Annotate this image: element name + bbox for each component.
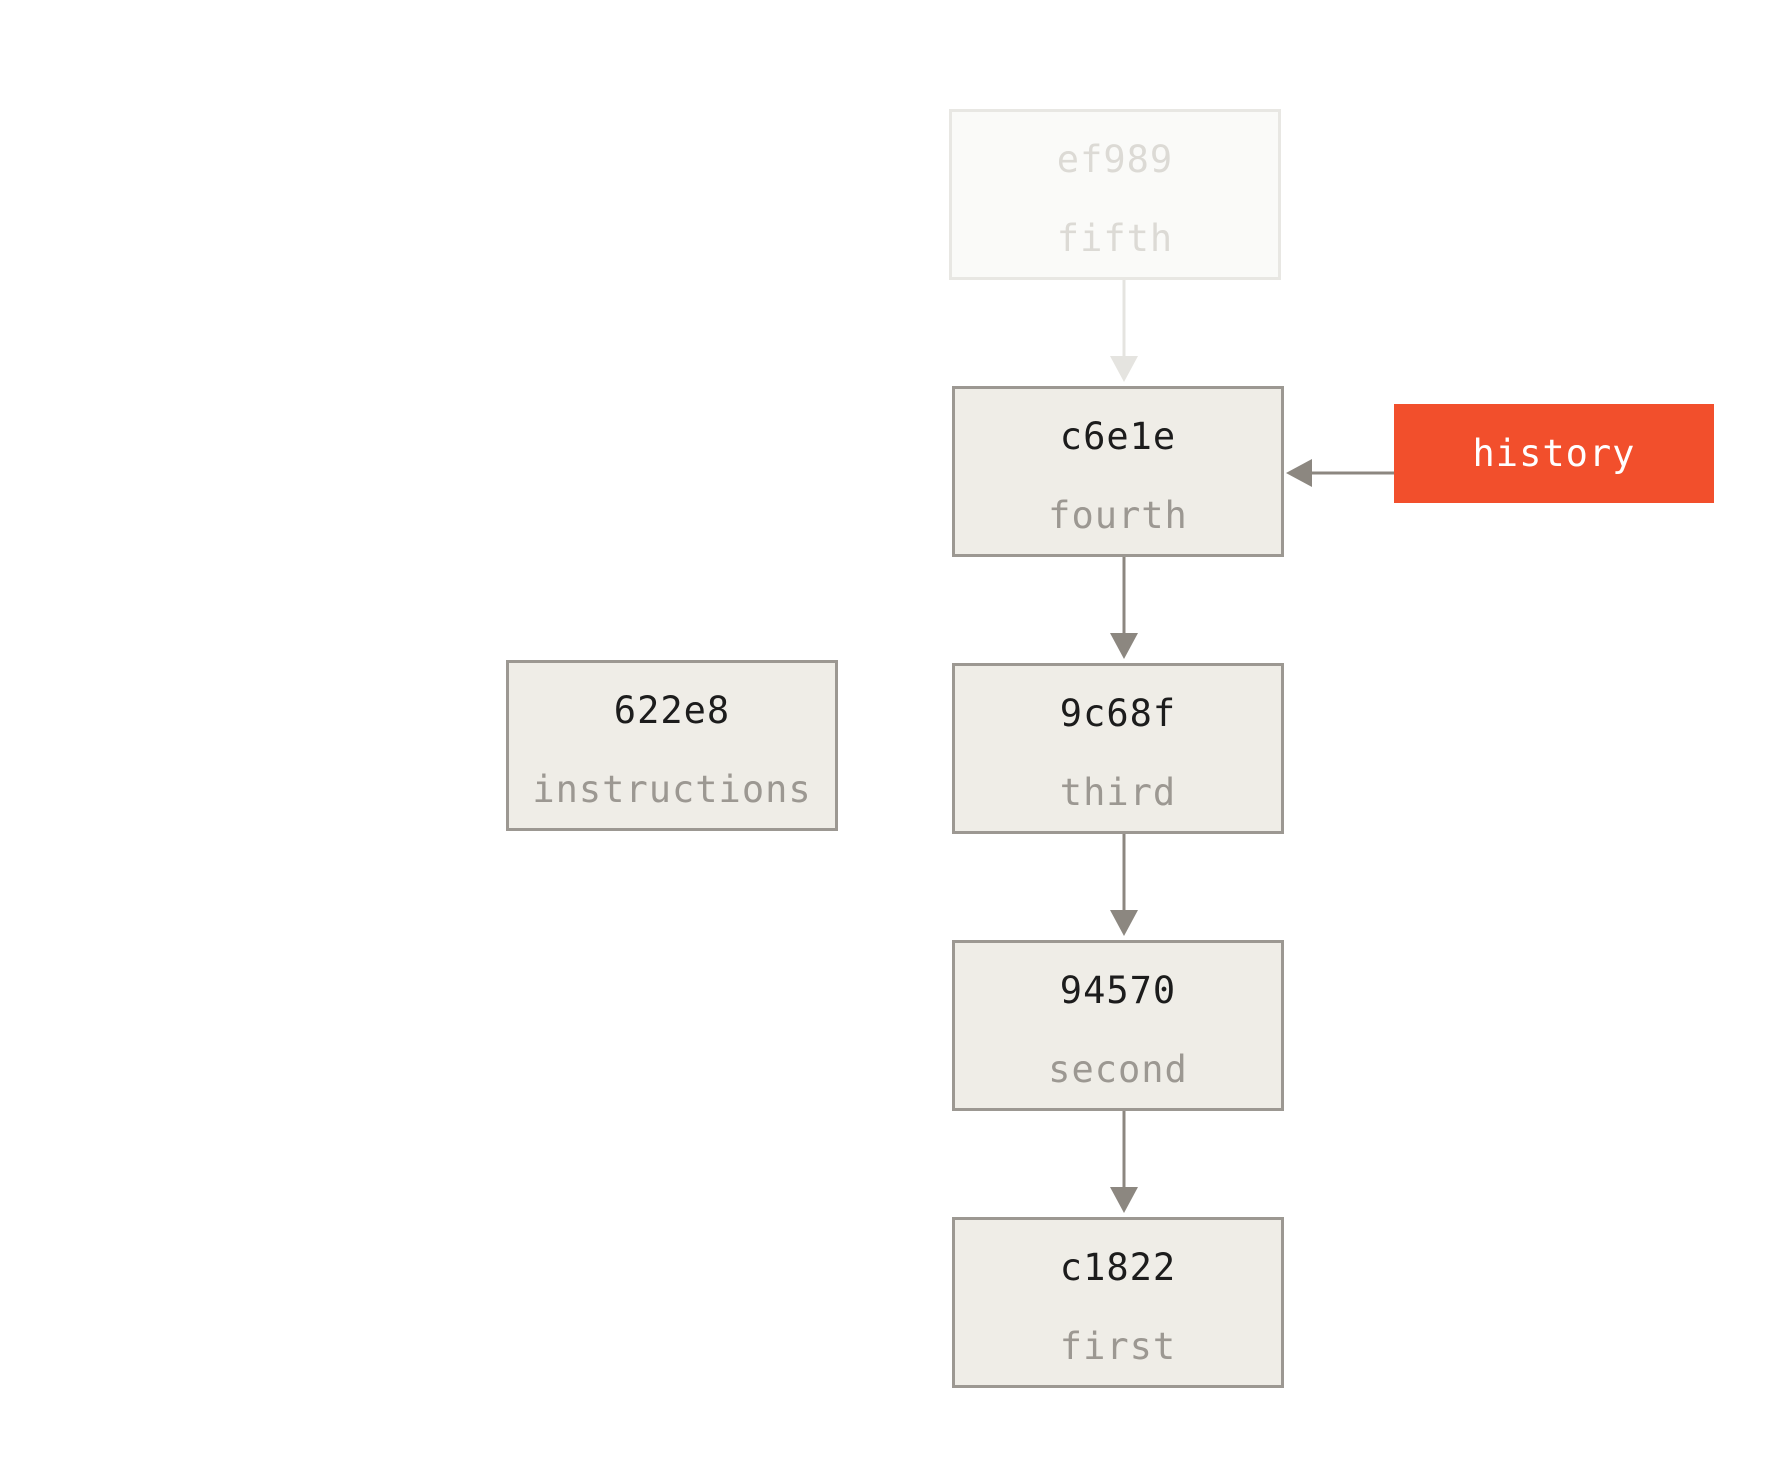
branch-name: history xyxy=(1472,432,1636,475)
commit-ef989: ef989 fifth xyxy=(949,109,1281,280)
commit-hash: c1822 xyxy=(1059,1246,1177,1289)
arrow-history-to-c6e1e xyxy=(1286,459,1394,487)
commit-c6e1e: c6e1e fourth xyxy=(952,386,1284,557)
commit-message: instructions xyxy=(532,768,812,811)
commit-message: second xyxy=(1048,1048,1188,1091)
commit-message: fifth xyxy=(1056,217,1174,260)
commit-hash: c6e1e xyxy=(1059,415,1177,458)
commit-message: fourth xyxy=(1048,494,1188,537)
commit-message: third xyxy=(1059,771,1177,814)
commit-hash: 9c68f xyxy=(1059,692,1177,735)
arrow-ef989-to-c6e1e xyxy=(1110,280,1138,382)
commit-hash: ef989 xyxy=(1056,138,1174,181)
arrow-94570-to-c1822 xyxy=(1110,1110,1138,1213)
commit-hash: 94570 xyxy=(1059,969,1177,1012)
arrow-c6e1e-to-9c68f xyxy=(1110,556,1138,659)
commit-c1822: c1822 first xyxy=(952,1217,1284,1388)
commit-message: first xyxy=(1059,1325,1177,1368)
commit-94570: 94570 second xyxy=(952,940,1284,1111)
commit-622e8: 622e8 instructions xyxy=(506,660,838,831)
commit-9c68f: 9c68f third xyxy=(952,663,1284,834)
branch-label-history: history xyxy=(1394,404,1714,503)
arrow-9c68f-to-94570 xyxy=(1110,833,1138,936)
commit-hash: 622e8 xyxy=(613,689,731,732)
